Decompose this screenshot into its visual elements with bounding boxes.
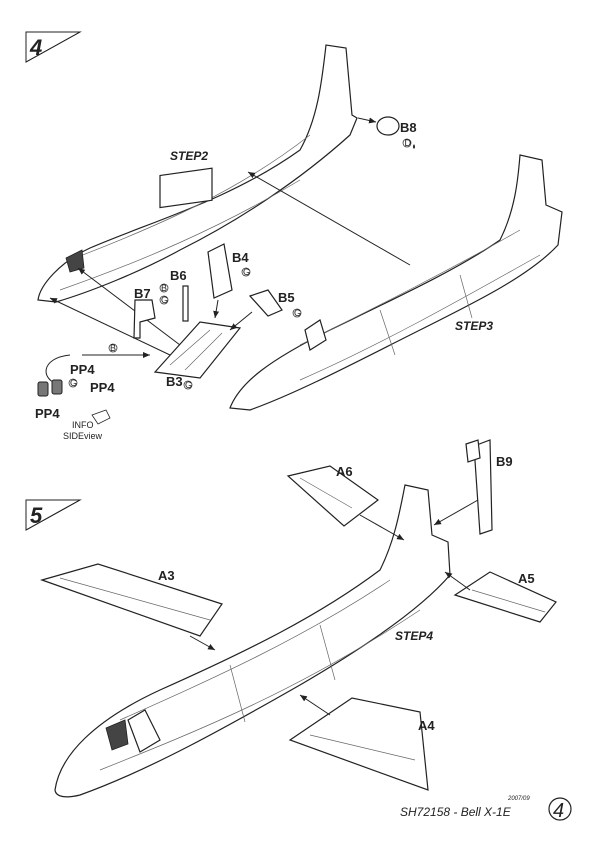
- part-b3: B3 G: [153, 321, 242, 390]
- part-b4-label: B4: [232, 250, 249, 265]
- step3-label: STEP3: [455, 319, 493, 333]
- step-4-header: 4: [25, 31, 82, 63]
- part-pp4-a-label: PP4: [70, 362, 95, 377]
- part-a5-label: A5: [518, 571, 535, 586]
- paint-drop-icon: [413, 144, 415, 149]
- sideview-arrow-icon: [91, 409, 111, 425]
- part-b7: B7 B: [108, 286, 156, 353]
- paint-b7: B: [110, 343, 116, 353]
- paint-b6-b: G: [161, 295, 168, 305]
- step-4-number: 4: [29, 35, 42, 60]
- part-b7-label: B7: [134, 286, 151, 301]
- kit-name: SH72158 - Bell X-1E: [400, 805, 511, 819]
- arrow-step3-to-step2: [247, 171, 411, 266]
- arrow-cockpit-2: [77, 267, 181, 346]
- paint-b8: D: [405, 138, 412, 148]
- part-b5-label: B5: [278, 290, 295, 305]
- part-pp4-c-label: PP4: [35, 406, 60, 421]
- paint-b5: G: [294, 308, 301, 318]
- step2-label: STEP2: [170, 149, 208, 163]
- paint-b3: G: [185, 380, 192, 390]
- paint-pp4: G: [70, 378, 77, 388]
- part-a6-label: A6: [336, 464, 353, 479]
- part-b6-label: B6: [170, 268, 187, 283]
- fuselage-half-step2: [37, 44, 358, 303]
- step-5-header: 5: [25, 499, 82, 531]
- page-number: 4: [553, 800, 564, 822]
- step4-label: STEP4: [395, 629, 433, 643]
- part-a5: A5: [444, 571, 557, 623]
- part-pp4-group: PP4 PP4 PP4 G: [35, 352, 150, 421]
- fuselage-half-step3: [229, 154, 563, 411]
- page-number-circle: [548, 797, 572, 821]
- part-b8: B8 D: [357, 116, 417, 149]
- part-a4-label: A4: [418, 718, 435, 733]
- part-b4: B4 G: [207, 243, 251, 319]
- fuselage-assembled: [54, 484, 451, 798]
- part-a6: A6: [286, 464, 405, 541]
- part-b3-label: B3: [166, 374, 183, 389]
- part-a3-label: A3: [158, 568, 175, 583]
- step-5-number: 5: [30, 503, 43, 528]
- paint-b6-a: B: [161, 283, 167, 293]
- part-b5: B5 G: [229, 289, 302, 331]
- part-b9: B9: [433, 439, 513, 535]
- part-a3: A3: [40, 563, 223, 651]
- part-a4: A4: [288, 694, 435, 791]
- info-note-line2: SIDEview: [63, 431, 103, 441]
- part-b6: B6 B G: [159, 268, 189, 322]
- date-code: 2007/09: [508, 796, 530, 802]
- part-b8-label: B8: [400, 120, 417, 135]
- part-pp4-b-label: PP4: [90, 380, 115, 395]
- paint-b4: G: [243, 267, 250, 277]
- part-b9-label: B9: [496, 454, 513, 469]
- info-note-line1: INFO: [72, 420, 94, 430]
- arrow-cockpit-1: [49, 297, 171, 356]
